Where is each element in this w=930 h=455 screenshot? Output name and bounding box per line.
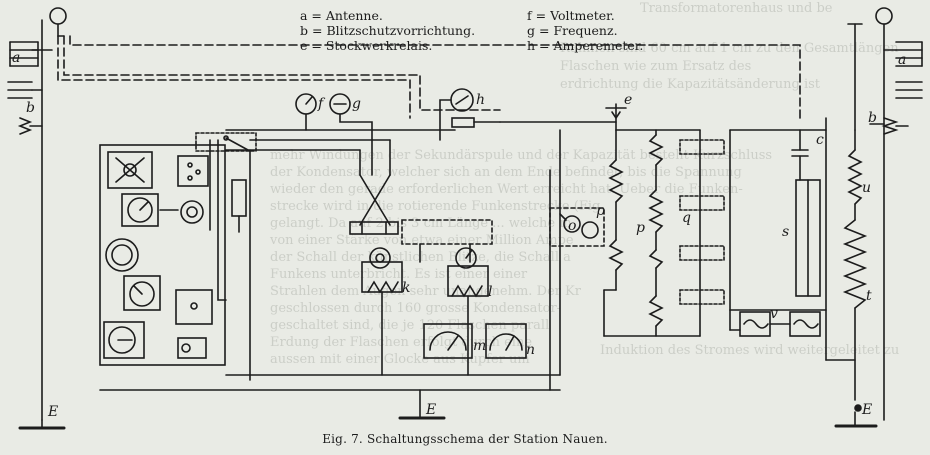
resistor-p2 bbox=[603, 129, 701, 337]
label-coil-u: u bbox=[862, 180, 871, 196]
label-voltmeter: f bbox=[317, 96, 326, 112]
frequency-meter-g bbox=[329, 93, 373, 141]
meter-n bbox=[485, 323, 527, 359]
ammeter-h bbox=[439, 88, 501, 141]
figure-caption: Eig. 7. Schaltungsschema der Station Nau… bbox=[322, 432, 608, 446]
label-coil-o: o bbox=[568, 218, 576, 234]
bleed-text-right-bottom: Induktion des Stromes wird weitergeleite… bbox=[600, 343, 900, 358]
resistor-p1 bbox=[608, 129, 624, 291]
meter-m bbox=[423, 323, 473, 359]
legend-item-ammeter: h = Amperemeter. bbox=[527, 38, 644, 53]
label-meter-m: m bbox=[473, 338, 486, 354]
label-coil-v: v bbox=[770, 306, 778, 322]
coil-u bbox=[847, 129, 863, 205]
voltmeter-f bbox=[295, 93, 317, 131]
label-res-p2: p bbox=[636, 220, 645, 236]
variometer-v bbox=[729, 309, 821, 337]
label-relay: e bbox=[624, 92, 632, 108]
label-cap-q: q bbox=[682, 210, 691, 226]
label-ground-2: E bbox=[425, 402, 436, 418]
label-coil-l: l bbox=[488, 284, 492, 300]
label-coil-t: t bbox=[866, 288, 872, 304]
antenna-right bbox=[847, 7, 923, 421]
oscillator-frame bbox=[729, 117, 827, 361]
legend-left: a = Antenne. b = Blitzschutzvorrichtung.… bbox=[300, 8, 475, 53]
label-antenna-left: a bbox=[12, 50, 20, 66]
lightning-protector-right bbox=[869, 117, 909, 135]
label-coil-k: k bbox=[402, 280, 410, 296]
capacitor-bank-q bbox=[679, 129, 731, 337]
relay-e bbox=[499, 103, 701, 131]
label-ground-1: E bbox=[47, 404, 58, 420]
legend-item-lightning: b = Blitzschutzvorrichtung. bbox=[300, 23, 476, 38]
label-lightning-left: b bbox=[26, 100, 35, 116]
bleed-text-right-top: Transformatorenhaus und be bbox=[640, 1, 833, 16]
bleed-text-right: Rahmen sind 60 cm auf 1 cm zu den Gesamt… bbox=[560, 41, 899, 92]
main-switch bbox=[349, 139, 399, 235]
legend-item-relay: e = Stockwerkrelais. bbox=[300, 38, 433, 53]
antenna-left bbox=[7, 19, 53, 421]
label-coil-s: s bbox=[782, 224, 789, 240]
label-meter-n: n bbox=[526, 342, 535, 358]
coil-t bbox=[825, 203, 868, 401]
label-ammeter: h bbox=[476, 92, 485, 108]
coil-o bbox=[549, 207, 605, 247]
label-res-p1: p bbox=[596, 203, 605, 219]
label-lightning-right: b bbox=[868, 110, 877, 126]
label-frequency: g bbox=[352, 96, 361, 112]
bleed-text-center: mehr Windungen der Sekundärspule und der… bbox=[270, 148, 773, 367]
legend-item-voltmeter: f = Voltmeter. bbox=[527, 8, 615, 23]
label-cap-c: c bbox=[816, 132, 824, 148]
legend-item-antenna: a = Antenne. bbox=[300, 8, 383, 23]
legend-item-frequency: g = Frequenz. bbox=[527, 23, 618, 38]
switch-block bbox=[195, 132, 257, 152]
insulator-left bbox=[49, 7, 67, 25]
lightning-protector-left bbox=[17, 117, 43, 135]
legend-right: f = Voltmeter. g = Frequenz. h = Amperem… bbox=[527, 8, 643, 53]
label-antenna-right: a bbox=[898, 52, 906, 68]
equipment-cabinet bbox=[99, 139, 247, 366]
label-ground-3: E bbox=[861, 402, 872, 418]
transformer-block bbox=[361, 219, 493, 376]
